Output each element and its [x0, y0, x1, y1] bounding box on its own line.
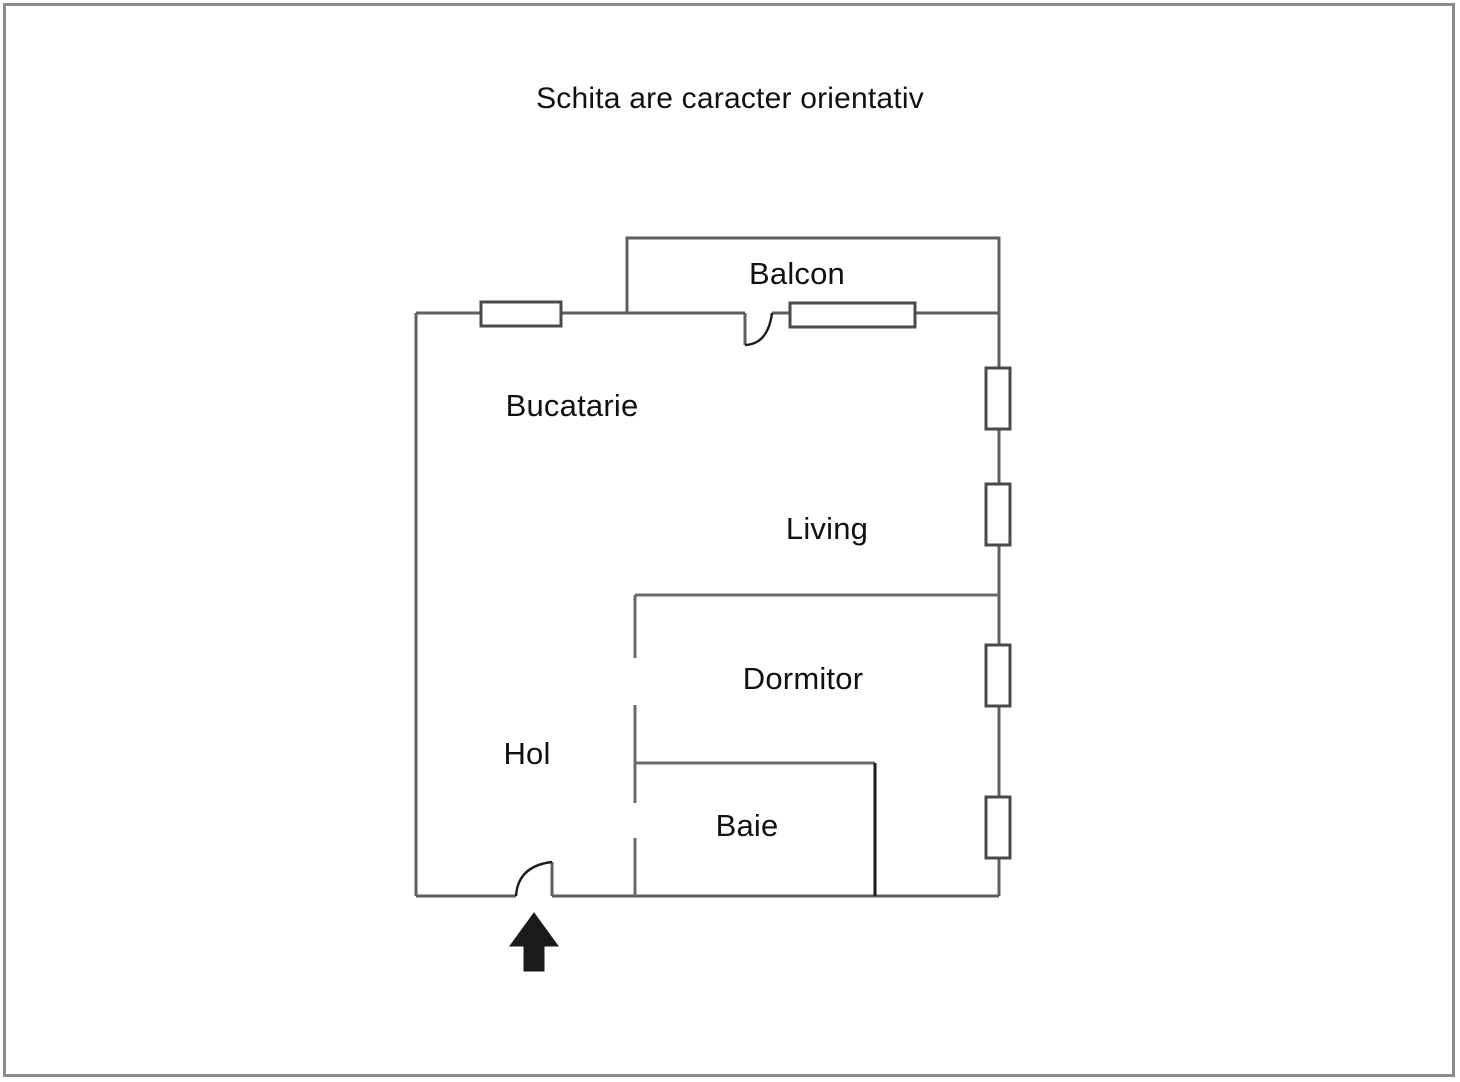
- windows: [479, 300, 1012, 860]
- window-balcony-door: [788, 301, 917, 329]
- interior-walls: [633, 593, 999, 896]
- room-label-living: Living: [785, 511, 869, 546]
- door-balcony-arc: [744, 312, 774, 347]
- room-label-bucatarie: Bucatarie: [505, 388, 639, 423]
- window-right-1: [984, 366, 1012, 431]
- room-label-balcon: Balcon: [749, 256, 845, 291]
- window-right-3: [984, 643, 1012, 708]
- window-right-4: [984, 795, 1012, 860]
- window-kitchen-top: [479, 300, 563, 328]
- door-swings: [514, 312, 774, 897]
- room-label-hol: Hol: [503, 736, 551, 771]
- page-title: Schita are caracter orientativ: [536, 82, 924, 115]
- entrance-arrow: [509, 912, 559, 972]
- outer-walls: [414, 311, 1001, 898]
- door-entrance-arc: [514, 860, 553, 897]
- room-label-baie: Baie: [715, 808, 779, 843]
- balcony-walls: [625, 236, 1001, 313]
- window-right-2: [984, 482, 1012, 547]
- room-label-dormitor: Dormitor: [742, 661, 864, 696]
